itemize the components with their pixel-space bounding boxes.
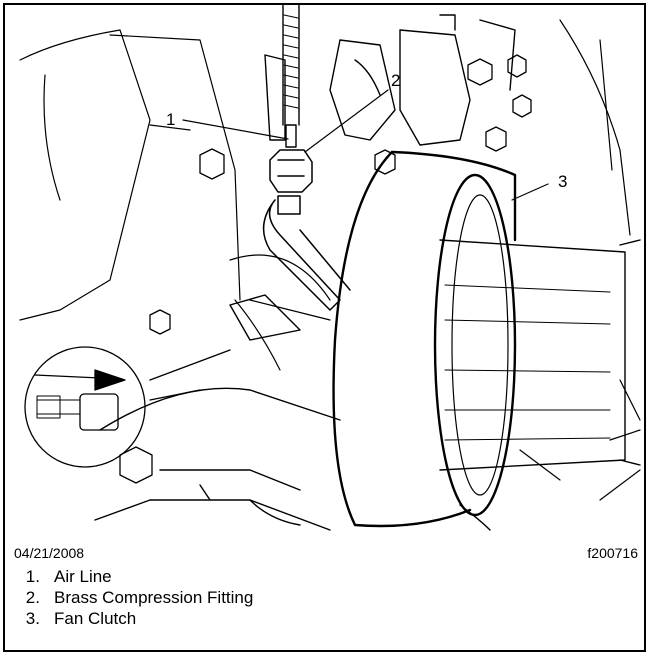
legend-label: Air Line — [54, 567, 112, 586]
inset-detail — [24, 346, 201, 468]
fan-clutch-shaft — [439, 239, 641, 471]
figure-date: 04/21/2008 — [14, 545, 85, 561]
mount-bracket — [94, 294, 341, 531]
bolt-heads — [119, 54, 532, 484]
compression-fitting — [262, 149, 351, 311]
air-line — [282, 5, 300, 148]
legend-item-air-line: 1. Air Line — [14, 566, 253, 587]
callout-1: 1 — [166, 110, 175, 129]
legend-label: Brass Compression Fitting — [54, 588, 254, 607]
figure-id: f200716 — [587, 545, 638, 561]
engine-illustration: 1 2 3 — [19, 5, 641, 531]
legend-item-fan-clutch: 3. Fan Clutch — [14, 608, 253, 629]
legend-number: 2. — [25, 588, 40, 607]
callout-3: 3 — [558, 172, 567, 191]
callout-legend: 1. Air Line 2. Brass Compression Fitting… — [14, 566, 254, 629]
figure-frame — [3, 3, 646, 652]
upper-bracket — [264, 14, 516, 146]
legend-label: Fan Clutch — [54, 609, 137, 628]
legend-number: 3. — [25, 609, 40, 628]
legend-item-compression-fitting: 2. Brass Compression Fitting — [14, 587, 254, 608]
legend-number: 1. — [25, 567, 40, 586]
callout-2: 2 — [391, 71, 400, 90]
callout-leaders — [182, 89, 549, 201]
fan-clutch-body — [332, 150, 517, 531]
